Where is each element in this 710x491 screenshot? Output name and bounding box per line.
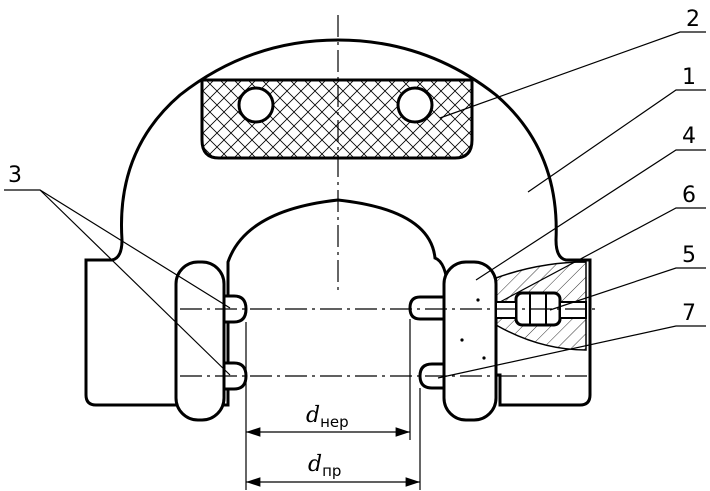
handle-hole-right [396,86,434,124]
callout-2: 2 [686,7,700,32]
callout-4: 4 [682,124,696,149]
leader-4 [475,149,706,281]
go-dimension-label: dпр [308,452,341,480]
callout-6: 6 [682,183,696,208]
leader-5 [549,267,706,311]
leader-7 [437,325,706,379]
callout-5: 5 [682,243,696,268]
leader-2 [439,31,706,119]
handle-hole-left [237,86,275,124]
plate-dot [482,356,486,360]
callout-1: 1 [682,65,696,90]
leader-3-lower [39,189,231,376]
screw-shank [495,301,517,319]
handle-insert [200,78,474,160]
left-anvil-plate [174,260,226,422]
callout-3: 3 [8,163,22,188]
screw-tail [559,301,587,319]
leader-6 [499,207,706,303]
right-upper-pin [408,295,446,321]
leader-1 [527,89,706,193]
callout-7: 7 [682,301,696,326]
right-anvil-plate [442,260,498,422]
plate-dot [476,298,480,302]
no-go-dimension-label: dнер [306,403,349,431]
plate-dot [460,338,464,342]
